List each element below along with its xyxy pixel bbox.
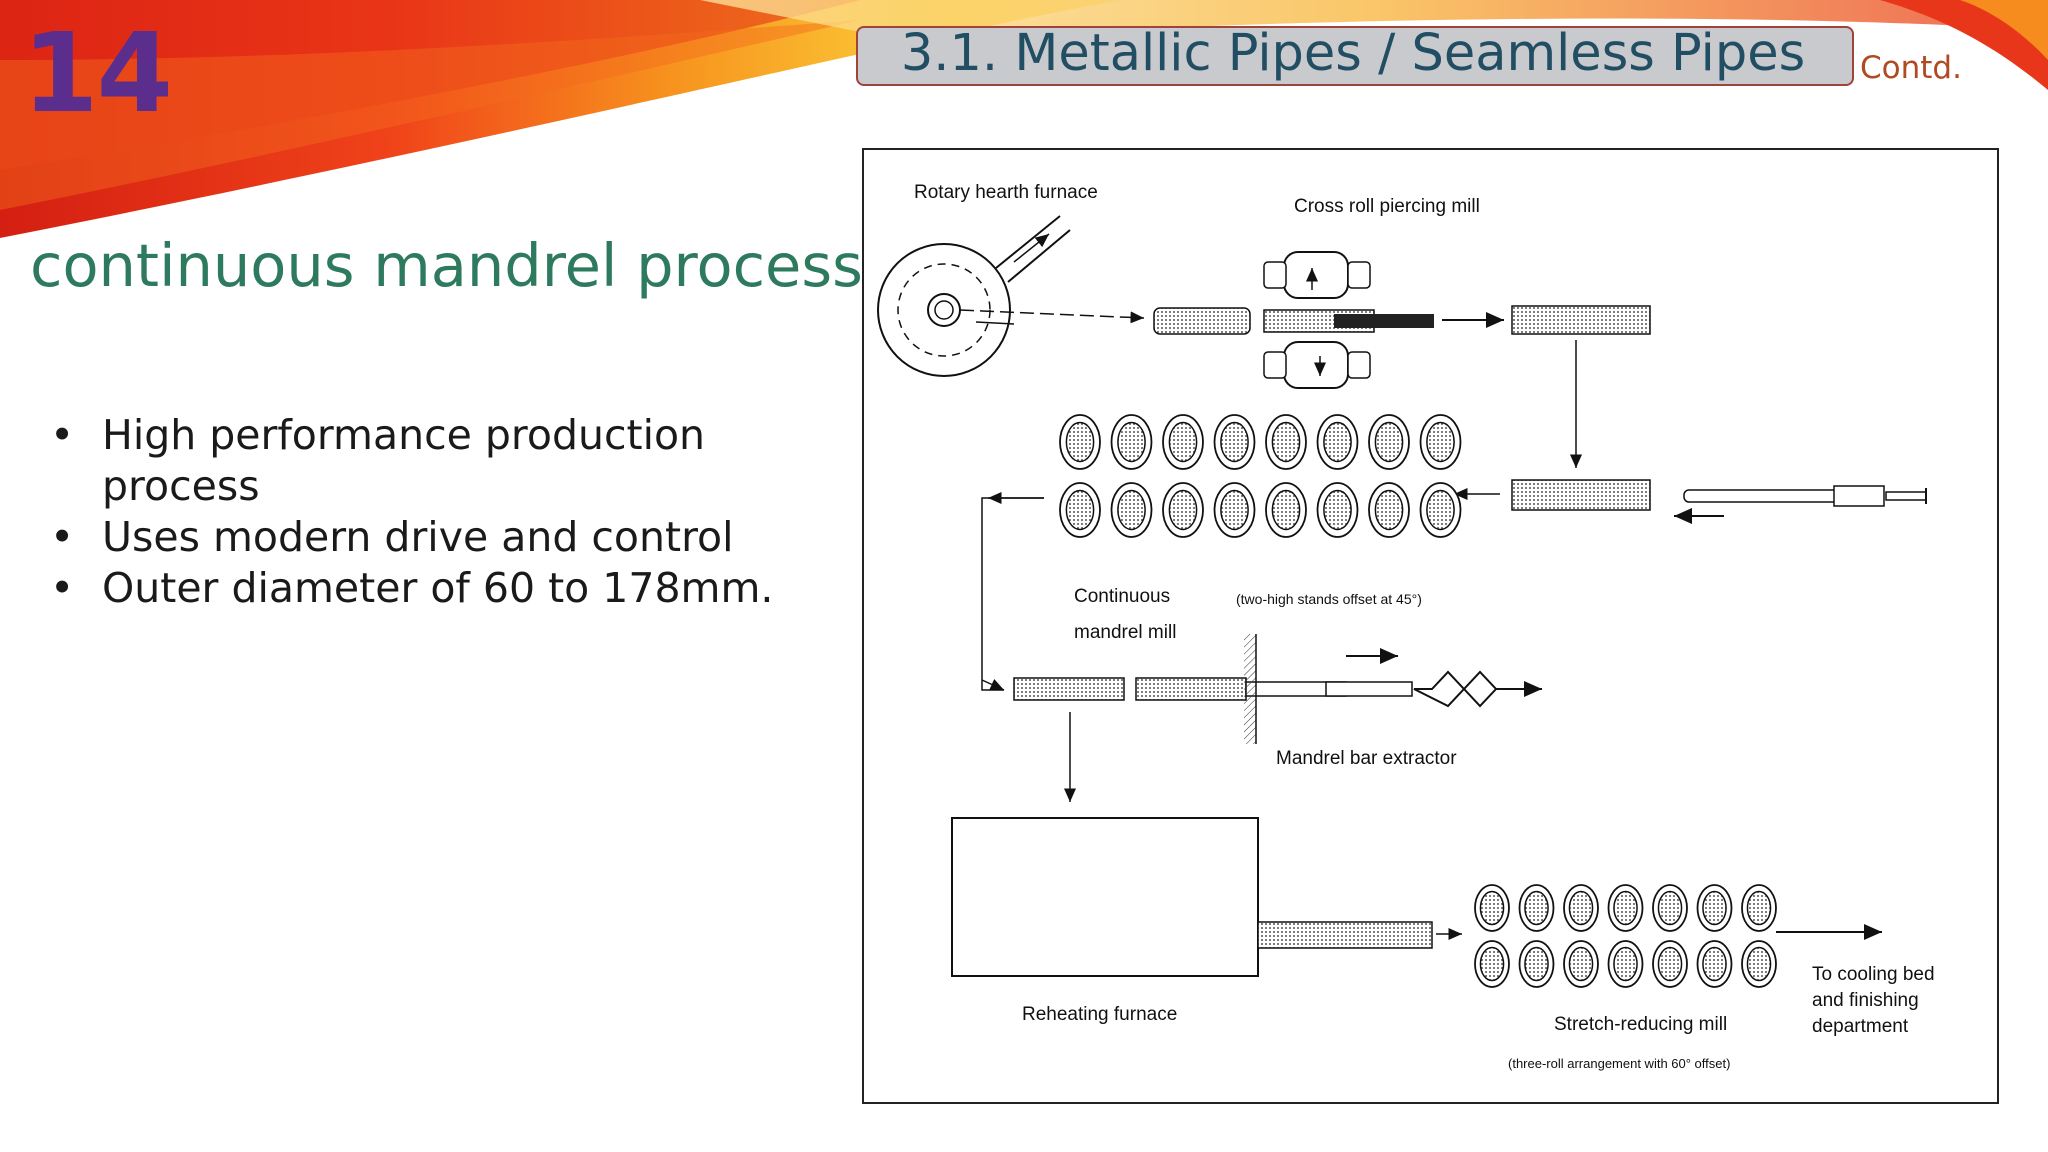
hollow-shell <box>1511 305 1651 335</box>
bullet-text: Outer diameter of 60 to 178mm. <box>102 564 774 612</box>
roll-stand <box>1741 884 1777 932</box>
roll-stand <box>1368 414 1410 470</box>
bullet-text: High performance production <box>102 411 706 459</box>
roll-stand <box>1652 940 1688 988</box>
hollow-shell-with-mandrel <box>1511 479 1651 511</box>
label-cooling-line2: and finishing <box>1812 990 1919 1011</box>
roll-stand <box>1607 940 1644 988</box>
roll-stand <box>1696 940 1733 988</box>
billet <box>1153 307 1251 335</box>
roll-stand <box>1696 884 1733 932</box>
bullet-dot: • <box>50 411 75 459</box>
roll-stand <box>1213 482 1256 538</box>
cross-roll-piercing-mill <box>1263 251 1434 389</box>
stretch-reducing-mill <box>1474 884 1777 988</box>
mandrel-bar <box>1683 485 1927 507</box>
arrow <box>981 678 1005 691</box>
roll-stand <box>1265 414 1307 470</box>
extractor-claw <box>1413 670 1498 708</box>
label-two-high-stands: (two-high stands offset at 45°) <box>1236 591 1422 607</box>
roll-stand <box>1162 482 1204 538</box>
label-stretch-reducing-mill: Stretch-reducing mill <box>1554 1014 1727 1035</box>
roll-stand <box>1563 884 1599 932</box>
label-three-roll: (three-roll arrangement with 60° offset) <box>1508 1056 1730 1071</box>
roll-stand <box>1368 482 1410 538</box>
tube-on-bar <box>1135 677 1247 701</box>
roll-stand <box>1518 940 1555 988</box>
roll-stand <box>1213 414 1256 470</box>
roll-stand <box>1316 414 1359 470</box>
bullet-dot: • <box>50 513 75 561</box>
roll-stand <box>1474 884 1510 932</box>
roll-stand <box>1162 414 1204 470</box>
roll-stand <box>1110 414 1153 470</box>
roll-stand <box>1419 414 1462 470</box>
roll-stand <box>1316 482 1359 538</box>
bullet-item: • Outer diameter of 60 to 178mm. <box>50 563 850 614</box>
bullet-dot: • <box>50 564 75 612</box>
label-continuous-line2: mandrel mill <box>1074 622 1176 643</box>
reheating-furnace <box>951 817 1259 977</box>
label-rotary-hearth-furnace: Rotary hearth furnace <box>914 182 1098 203</box>
continuous-mandrel-mill <box>1059 414 1462 538</box>
extractor-wall <box>1244 634 1256 744</box>
bullet-text-continued: process <box>102 462 260 510</box>
roll-stand <box>1518 884 1555 932</box>
roll-stand <box>1419 482 1462 538</box>
mandrel-bar-end <box>1325 681 1413 697</box>
flow-line <box>981 497 1044 691</box>
label-mandrel-bar-extractor: Mandrel bar extractor <box>1276 748 1457 769</box>
title-box <box>856 26 1854 86</box>
slide-subtitle: continuous mandrel process <box>30 231 863 300</box>
label-continuous-line1: Continuous <box>1074 586 1170 607</box>
slide-title: 3.1. Metallic Pipes / Seamless Pipes <box>900 24 1806 83</box>
roll-stand <box>1563 940 1599 988</box>
roll-stand <box>1265 482 1307 538</box>
bullet-text: Uses modern drive and control <box>102 513 734 561</box>
rotary-hearth-furnace <box>877 215 1145 377</box>
roll-stand <box>1652 884 1688 932</box>
tube <box>1013 677 1125 701</box>
roll-stand <box>1059 414 1101 470</box>
roll-stand <box>1059 482 1101 538</box>
roll-stand <box>1474 940 1510 988</box>
roll-stand <box>1741 940 1777 988</box>
slide-number: 14 <box>22 9 173 137</box>
bullet-item: • High performance production process <box>50 410 850 512</box>
label-cross-roll-piercing-mill: Cross roll piercing mill <box>1294 196 1480 217</box>
process-diagram: Rotary hearth furnace Cross roll piercin… <box>862 148 1999 1104</box>
tube-after-reheat <box>1257 921 1433 949</box>
label-reheating-furnace: Reheating furnace <box>1022 1004 1177 1025</box>
bullet-item: • Uses modern drive and control <box>50 512 850 563</box>
roll-stand <box>1607 884 1644 932</box>
roll-stand <box>1110 482 1153 538</box>
bullet-list: • High performance production process • … <box>50 410 850 614</box>
label-cooling-line1: To cooling bed <box>1812 964 1935 985</box>
process-diagram-svg: Rotary hearth furnace Cross roll piercin… <box>877 182 1935 1071</box>
label-cooling-line3: department <box>1812 1016 1909 1037</box>
header-swoosh-decoration <box>0 0 2048 238</box>
contd-label: Contd. <box>1860 50 1962 86</box>
